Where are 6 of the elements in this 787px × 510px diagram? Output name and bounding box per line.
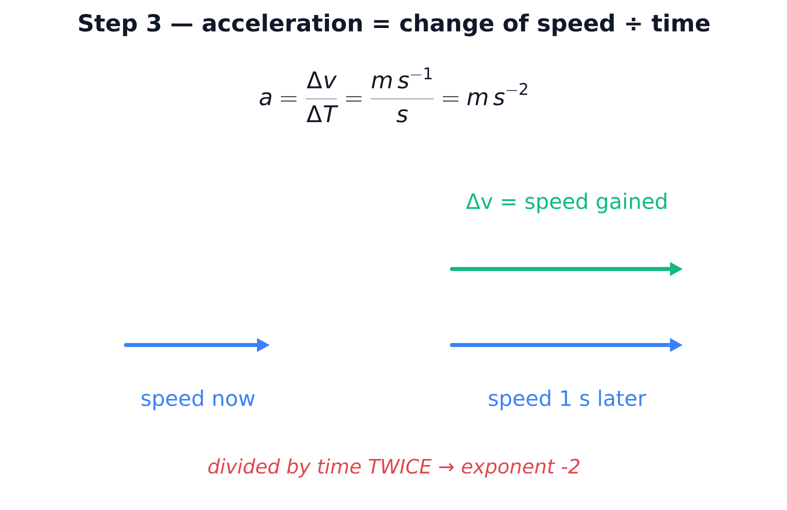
note-text: divided by time TWICE → exponent -2 bbox=[208, 458, 580, 478]
title: Step 3 — acceleration = change of speed ÷ time bbox=[79, 14, 710, 36]
vector-label: speed 1 s later bbox=[488, 390, 646, 410]
vector-label: Δv = speed gained bbox=[466, 192, 666, 214]
formula: $a = \frac{\Delta v}{\Delta T} = \frac{m\,s^{-1}}{s} = m\,s^{-2}$ bbox=[260, 68, 528, 122]
vector-label: speed now bbox=[142, 390, 255, 410]
